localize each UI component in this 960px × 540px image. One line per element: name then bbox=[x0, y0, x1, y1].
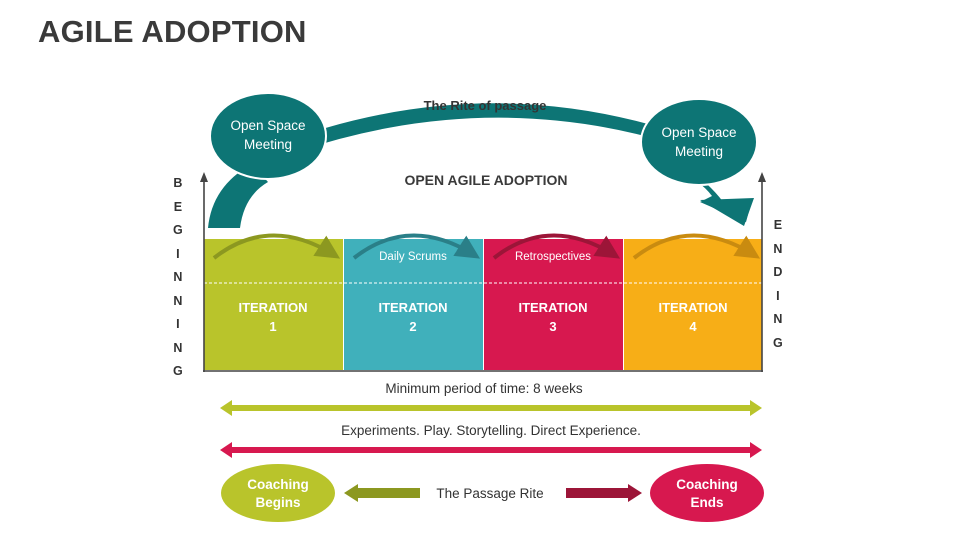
beginning-letter: G bbox=[173, 364, 183, 378]
coaching-ends-line2: Ends bbox=[690, 495, 723, 510]
beginning-letter: E bbox=[173, 199, 183, 214]
end-arrow-head bbox=[700, 198, 754, 226]
open-space-left-line2: Meeting bbox=[244, 137, 292, 152]
iteration-4-label: ITERATION bbox=[658, 300, 727, 315]
iteration-3-block bbox=[484, 239, 623, 370]
open-space-left-line1: Open Space bbox=[230, 118, 305, 133]
beginning-letter: I bbox=[176, 317, 180, 331]
passage-rite-right-arrow bbox=[566, 484, 642, 502]
iteration-1-number: 1 bbox=[269, 319, 276, 334]
coaching-begins-line2: Begins bbox=[255, 495, 300, 510]
iteration-1-label: ITERATION bbox=[238, 300, 307, 315]
iteration-2-loop-arrow bbox=[352, 233, 481, 260]
open-space-right-bubble bbox=[640, 98, 758, 186]
experiments-double-arrow bbox=[220, 442, 762, 458]
right-axis-arrowhead bbox=[758, 172, 766, 182]
rite-of-passage-arc bbox=[294, 103, 662, 152]
left-axis-arrowhead bbox=[200, 172, 208, 182]
ending-letter: E bbox=[773, 218, 783, 232]
iteration-3-loop-arrow bbox=[492, 233, 621, 260]
beginning-letter: N bbox=[173, 340, 183, 355]
coaching-begins-line1: Coaching bbox=[247, 477, 309, 492]
ending-letter: N bbox=[773, 312, 783, 326]
iteration-3-tag: Retrospectives bbox=[515, 251, 591, 263]
coaching-begins-bubble bbox=[221, 464, 335, 522]
ending-letter: G bbox=[773, 335, 783, 350]
iteration-2-block bbox=[344, 239, 483, 370]
coaching-ends-bubble bbox=[650, 464, 764, 522]
iteration-1-loop-arrow bbox=[212, 233, 341, 260]
coaching-ends-line1: Coaching bbox=[676, 477, 738, 492]
iteration-4-block bbox=[624, 239, 762, 370]
begin-curve-arrow bbox=[208, 164, 268, 228]
beginning-letter: I bbox=[176, 246, 180, 261]
minimum-period-label: Minimum period of time: 8 weeks bbox=[385, 381, 583, 396]
rite-of-passage-label: The Rite of passage bbox=[424, 98, 547, 113]
ending-letter: N bbox=[773, 241, 783, 256]
center-heading: OPEN AGILE ADOPTION bbox=[404, 172, 567, 188]
ending-letter: D bbox=[773, 265, 783, 279]
experiments-label: Experiments. Play. Storytelling. Direct … bbox=[341, 423, 641, 438]
open-space-right-line2: Meeting bbox=[675, 144, 723, 159]
iteration-3-label: ITERATION bbox=[518, 300, 587, 315]
iteration-3-number: 3 bbox=[549, 319, 556, 334]
open-space-left-bubble bbox=[209, 92, 327, 180]
iteration-2-tag: Daily Scrums bbox=[379, 251, 447, 263]
iteration-1-block bbox=[204, 239, 343, 370]
iteration-4-number: 4 bbox=[689, 319, 697, 334]
open-space-right-line1: Open Space bbox=[661, 125, 736, 140]
beginning-letter: N bbox=[173, 293, 183, 308]
iteration-4-loop-arrow bbox=[632, 233, 761, 260]
passage-rite-left-arrow bbox=[344, 484, 420, 502]
beginning-letter: G bbox=[173, 223, 183, 237]
passage-rite-label: The Passage Rite bbox=[436, 486, 543, 501]
iteration-2-number: 2 bbox=[409, 319, 416, 334]
iteration-2-label: ITERATION bbox=[378, 300, 447, 315]
ending-letter: I bbox=[776, 288, 780, 303]
page-title: AGILE ADOPTION bbox=[38, 14, 307, 49]
minimum-period-double-arrow bbox=[220, 400, 762, 416]
beginning-letter: N bbox=[173, 270, 183, 284]
beginning-letter: B bbox=[173, 176, 183, 190]
